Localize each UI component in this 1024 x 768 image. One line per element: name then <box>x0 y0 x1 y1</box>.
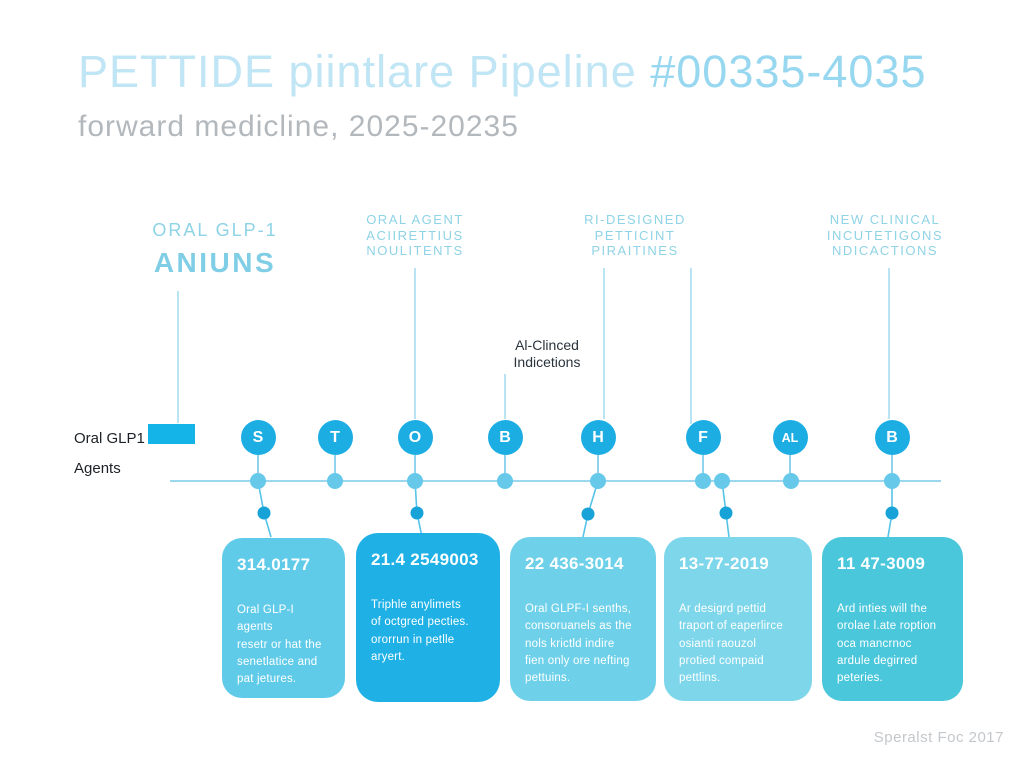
pipeline-card-3: 22 436-3014 Oral GLPF-I senths, consorua… <box>510 537 656 701</box>
timeline-marker-b1: B <box>487 420 523 455</box>
timeline-marker-h: H <box>580 420 616 455</box>
connector-dot <box>719 506 733 520</box>
annotation-line: Al-Clinced <box>515 337 579 353</box>
card-number: 13-77-2019 <box>679 554 769 573</box>
card-description: Ar desigrd pettid traport of eaperlirce … <box>679 603 783 684</box>
timeline-dot <box>783 473 799 489</box>
column-header-oral-glp1: ORAL GLP-1 ANIUNS <box>110 220 320 279</box>
axis-label-agents: Agents <box>74 460 121 477</box>
card-number: 22 436-3014 <box>525 554 624 573</box>
column-header-line: ORAL GLP-1 <box>152 220 278 240</box>
card-description: Triphle anylimets of octgred pecties. or… <box>371 599 469 663</box>
card-number: 314.0177 <box>237 555 311 574</box>
timeline-dot <box>327 473 343 489</box>
column-header-line: NDICACTIONS <box>831 243 939 259</box>
timeline-marker-t: T <box>317 420 353 455</box>
pipeline-card-4: 13-77-2019 Ar desigrd pettid traport of … <box>664 537 812 701</box>
page-title-number: #00335-4035 <box>650 46 927 97</box>
timeline-dot <box>884 473 900 489</box>
timeline-dot <box>497 473 513 489</box>
column-header-line: PIRAITINES <box>591 243 679 259</box>
card-description: Oral GLPF-I senths, consoruanels as the … <box>525 603 632 684</box>
card-description: Oral GLP-I agents resetr or hat the sene… <box>237 604 322 685</box>
axis-label-oral-glp1: Oral GLP1 <box>74 430 145 447</box>
pipeline-card-2: 21.4 2549003 Triphle anylimets of octgre… <box>356 533 500 702</box>
timeline-marker-s: S <box>240 420 276 455</box>
column-header-line: NOULITENTS <box>366 243 464 259</box>
page-title: PETTIDE piintlare Pipeline #00335-4035 <box>78 46 927 98</box>
connector-dot <box>885 506 899 520</box>
column-header-line: ACIIRETTIUS <box>366 227 464 243</box>
timeline-dot <box>714 473 730 489</box>
timeline-marker-o: O <box>397 420 433 455</box>
column-header-oral-agent: ORAL AGENT ACIIRETTIUS NOULITENTS <box>335 212 495 259</box>
timeline-dot <box>250 473 266 489</box>
timeline-marker-b2: B <box>874 420 910 455</box>
card-description: Ard inties will the orolae l.ate roption… <box>837 603 937 684</box>
card-number: 21.4 2549003 <box>371 550 479 569</box>
timeline-dot <box>695 473 711 489</box>
annotation-line: Indicetions <box>513 353 581 370</box>
column-header-line: ANIUNS <box>153 246 277 278</box>
connector-dot <box>257 506 271 520</box>
timeline-dot <box>590 473 606 489</box>
timeline-marker-al: AL <box>772 420 808 455</box>
page-subtitle: forward medicline, 2025-20235 <box>78 110 519 143</box>
legend-color-swatch <box>148 424 195 444</box>
pipeline-card-5: 11 47-3009 Ard inties will the orolae l.… <box>822 537 963 701</box>
pipeline-card-1: 314.0177 Oral GLP-I agents resetr or hat… <box>222 538 345 698</box>
column-header-line: NEW CLINICAL <box>829 212 941 227</box>
column-header-line: RI-DESIGNED <box>584 212 686 227</box>
timeline-dot <box>407 473 423 489</box>
connector-dot <box>581 507 595 521</box>
card-number: 11 47-3009 <box>837 554 926 573</box>
column-header-new-clinical: NEW CLINICAL INCUTETIGONS NDICACTIONS <box>805 212 965 259</box>
column-header-line: INCUTETIGONS <box>826 227 944 243</box>
column-header-line: PETTICINT <box>594 227 676 243</box>
column-header-ri-designed: RI-DESIGNED PETTICINT PIRAITINES <box>555 212 715 259</box>
column-header-line: ORAL AGENT <box>366 212 464 227</box>
footer-credit: Speralst Foc 2017 <box>873 729 1004 746</box>
connector-dot <box>410 506 424 520</box>
timeline-marker-f: F <box>685 420 721 455</box>
ai-clinical-annotation: Al-Clinced Indicetions <box>495 337 599 370</box>
page-title-text: PETTIDE piintlare Pipeline <box>78 46 651 97</box>
